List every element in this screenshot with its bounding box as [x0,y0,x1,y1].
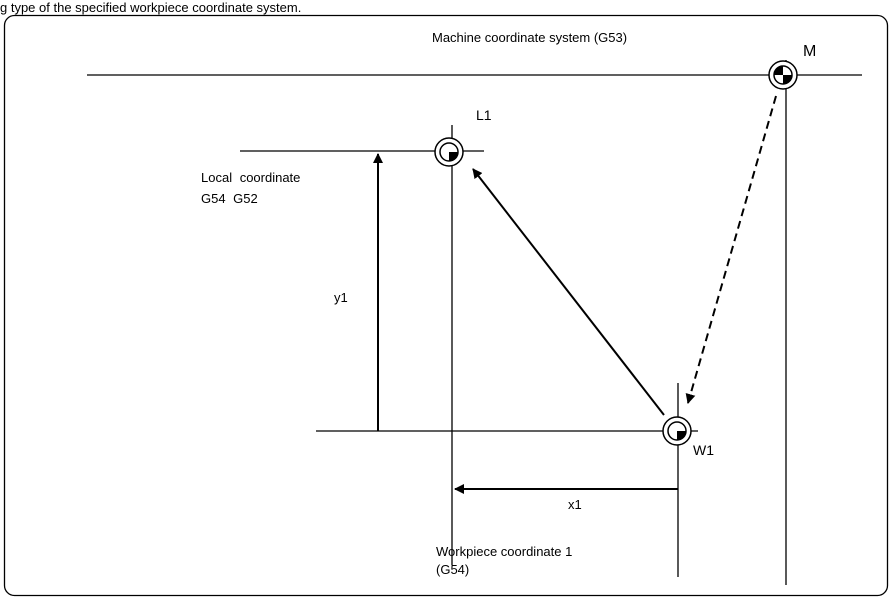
local-coordinate-label: Local coordinate [201,170,300,185]
workpiece-to-local-arrow [472,168,665,416]
x1-label: x1 [568,497,582,512]
workpiece-coordinate-label: Workpiece coordinate 1 [436,544,572,559]
top-caption: g type of the specified workpiece coordi… [0,0,302,15]
diagram-frame [3,14,889,597]
local-origin-label: L1 [476,107,492,123]
machine-system-label: Machine coordinate system (G53) [432,30,627,45]
local-origin-icon [434,137,464,167]
y1-label: y1 [334,290,348,305]
workpiece-origin-icon [662,416,692,446]
local-coordinate-codes: G54 G52 [201,191,258,206]
machine-origin-icon [768,60,798,90]
machine-origin-label: M [803,43,816,60]
machine-to-workpiece-dashed-arrow [685,95,777,404]
workpiece-coordinate-code: (G54) [436,562,469,577]
workpiece-origin-label: W1 [693,442,714,458]
